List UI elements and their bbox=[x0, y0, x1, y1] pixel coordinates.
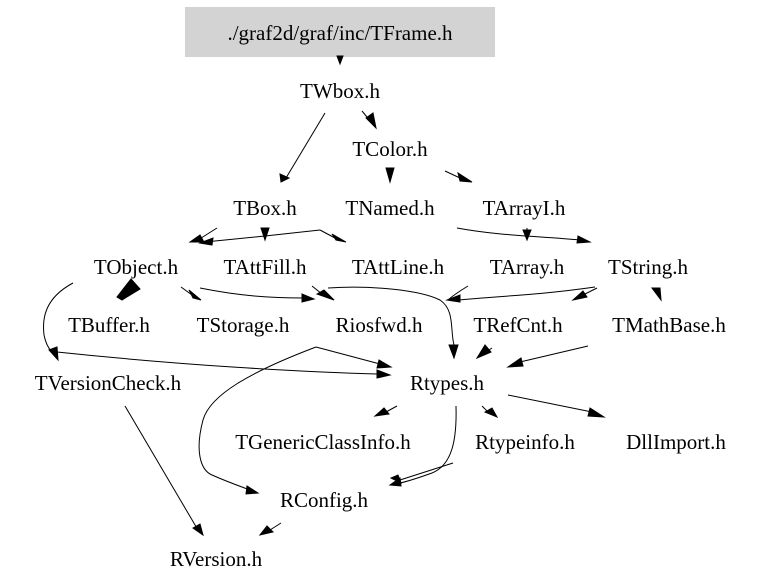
node-TStorage[interactable]: TStorage.h bbox=[197, 313, 290, 337]
edge-TBox-TAttLine bbox=[319, 229, 336, 239]
arrowhead-Riosfwd-RConfig bbox=[245, 485, 260, 495]
node-DllImport[interactable]: DllImport.h bbox=[626, 430, 726, 454]
edge-TString-TRefCnt bbox=[584, 287, 598, 295]
node-TString[interactable]: TString.h bbox=[608, 255, 688, 279]
arrowhead-TAttLine-Rtypes bbox=[448, 344, 459, 360]
edge-Riosfwd-RConfig bbox=[198, 346, 317, 491]
arrowhead-TVersionCheck-RVersion bbox=[192, 523, 204, 537]
edge-TMathBase-Rtypes bbox=[519, 345, 589, 363]
edge-TNamed-TString bbox=[456, 227, 581, 241]
node-TBuffer[interactable]: TBuffer.h bbox=[68, 313, 150, 337]
node-Rtypes[interactable]: Rtypes.h bbox=[410, 371, 485, 395]
edge-TNamed-TObject bbox=[204, 229, 321, 243]
edge-TObject-TStorage bbox=[180, 286, 193, 296]
node-TMathBase[interactable]: TMathBase.h bbox=[612, 313, 726, 337]
node-TArray[interactable]: TArray.h bbox=[490, 255, 565, 279]
edge-RConfig-RVersion bbox=[269, 522, 282, 531]
arrowhead-TString-TMathBase bbox=[651, 287, 662, 302]
node-TAttFill[interactable]: TAttFill.h bbox=[224, 255, 307, 279]
arrowhead-TNamed-TObject bbox=[198, 237, 214, 246]
arrowhead-TObject-TBuffer bbox=[116, 278, 141, 301]
arrowhead-Rtypeinfo-RConfig bbox=[389, 474, 402, 485]
edge-TColor-TArrayI bbox=[444, 170, 461, 179]
node-Rtypeinfo[interactable]: Rtypeinfo.h bbox=[475, 430, 575, 454]
arrowhead-RConfig-RVersion bbox=[258, 525, 274, 536]
arrowhead-TWbox-TColor bbox=[365, 112, 377, 130]
arrowhead-TBox-TAttFill bbox=[260, 227, 270, 242]
arrowhead-TWbox-TBox bbox=[279, 173, 291, 183]
edge-Rtypeinfo-RConfig bbox=[399, 462, 454, 481]
edges bbox=[43, 55, 662, 537]
arrowhead-TObject-Riosfwd bbox=[301, 293, 316, 303]
nodes: ./graf2d/graf/inc/TFrame.h TWbox.h TColo… bbox=[35, 21, 727, 571]
node-Riosfwd[interactable]: Riosfwd.h bbox=[336, 313, 423, 337]
node-TBox[interactable]: TBox.h bbox=[233, 196, 297, 220]
edge-Rtypes-RConfig bbox=[399, 405, 457, 484]
arrowhead-TAttFill-Riosfwd bbox=[315, 289, 335, 301]
arrowhead-Rtypes-Rtypeinfo bbox=[483, 407, 499, 419]
arrowhead-TArrayI-TArray bbox=[522, 229, 532, 242]
edge-TString-Riosfwd bbox=[457, 286, 596, 301]
arrowhead-TBox-TAttLine bbox=[331, 233, 347, 243]
edge-TStorage-Rtypes bbox=[315, 346, 381, 365]
arrowhead-TNamed-TString bbox=[576, 235, 592, 244]
node-TNamed[interactable]: TNamed.h bbox=[345, 196, 435, 220]
arrowhead-TColor-TArrayI bbox=[457, 171, 473, 183]
node-TVersionCheck[interactable]: TVersionCheck.h bbox=[35, 371, 182, 395]
node-TObject[interactable]: TObject.h bbox=[94, 255, 179, 279]
edge-TVersionCheck-RVersion bbox=[124, 405, 199, 531]
edge-Rtypes-TGenericClassInfo bbox=[385, 405, 398, 413]
edge-TObject-TVersionCheck bbox=[43, 282, 74, 353]
arrowhead-TObject-TVersionCheck bbox=[48, 346, 59, 362]
node-TColor[interactable]: TColor.h bbox=[352, 137, 428, 161]
node-RVersion[interactable]: RVersion.h bbox=[170, 547, 263, 571]
node-root[interactable]: ./graf2d/graf/inc/TFrame.h bbox=[227, 21, 453, 45]
arrowhead-TRefCnt-Rtypes bbox=[475, 344, 492, 360]
edge-TAttLine-Rtypes bbox=[327, 286, 455, 346]
arrowhead-TObject-Rtypes bbox=[376, 369, 392, 379]
arrowhead-TBox-TObject bbox=[188, 234, 205, 243]
arrowhead-TMathBase-Rtypes bbox=[506, 357, 524, 368]
node-TArrayI[interactable]: TArrayI.h bbox=[483, 196, 566, 220]
node-TWbox[interactable]: TWbox.h bbox=[300, 79, 380, 103]
node-TGenericClassInfo[interactable]: TGenericClassInfo.h bbox=[235, 430, 411, 454]
edge-TWbox-TBox bbox=[285, 112, 326, 179]
node-TRefCnt[interactable]: TRefCnt.h bbox=[473, 313, 563, 337]
arrowhead-TColor-TNamed bbox=[385, 167, 395, 184]
arrowhead-TObject-TStorage bbox=[188, 289, 202, 301]
arrowhead-Rtypes-DllImport bbox=[587, 407, 606, 418]
node-RConfig[interactable]: RConfig.h bbox=[280, 488, 369, 512]
edge-TObject-Riosfwd bbox=[199, 287, 306, 299]
arrowhead-TString-Riosfwd bbox=[445, 294, 461, 303]
edge-Rtypes-DllImport bbox=[507, 394, 593, 413]
arrowhead-TString-TRefCnt bbox=[571, 290, 588, 301]
node-TAttLine[interactable]: TAttLine.h bbox=[352, 255, 445, 279]
arrowhead-root-TWbox bbox=[336, 55, 344, 66]
edge-TObject-Rtypes bbox=[56, 351, 379, 375]
arrowhead-TStorage-Rtypes bbox=[376, 359, 393, 369]
arrowhead-Rtypes-TGenericClassInfo bbox=[373, 407, 390, 417]
root-node-box bbox=[185, 7, 495, 57]
